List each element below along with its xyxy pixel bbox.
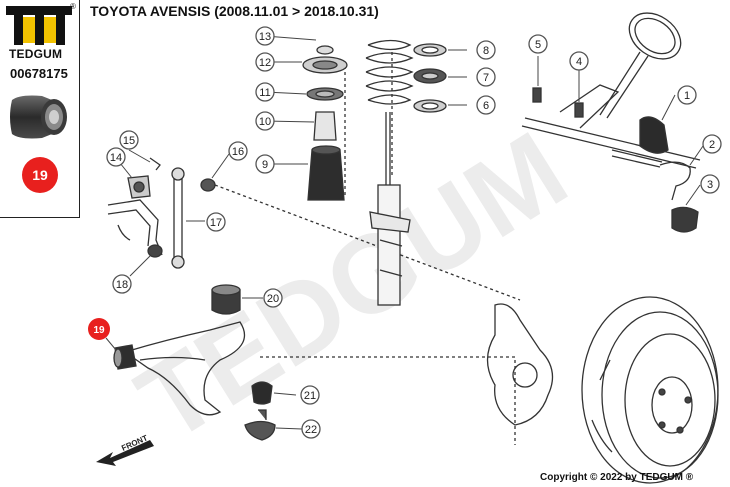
svg-text:11: 11 [259,87,270,99]
page-title: TOYOTA AVENSIS (2008.11.01 > 2018.10.31) [90,3,379,19]
svg-text:20: 20 [267,293,279,305]
callout-13: 13 [255,26,275,46]
coil-spring [365,39,414,105]
copyright-notice: Copyright © 2022 by TEDGUM ® [540,472,694,483]
callout-15: 15 [119,130,139,150]
svg-text:17: 17 [210,217,222,229]
callout-20: 20 [263,288,283,308]
callout-2: 2 [702,134,722,154]
svg-text:4: 4 [576,56,582,68]
svg-text:14: 14 [110,152,122,164]
callout-19-highlighted: 19 [88,318,110,340]
callout-14: 14 [106,147,126,167]
registered-mark: ® [70,2,76,11]
stabilizer-link [173,172,183,262]
callout-1: 1 [677,85,697,105]
callout-9: 9 [255,154,275,174]
callout-3: 3 [700,174,720,194]
svg-text:5: 5 [535,39,541,51]
svg-text:18: 18 [116,279,128,291]
svg-text:8: 8 [483,45,489,57]
bushing-thumbnail-icon [10,95,67,139]
highlight-badge: 19 [22,157,58,193]
steering-boot [639,116,669,154]
front-direction-arrow: FRONT [96,433,154,466]
callout-11: 11 [255,82,275,102]
leader-line [214,184,521,301]
svg-text:22: 22 [305,424,317,436]
steering-wheel [628,12,682,60]
highlight-badge-number: 19 [32,167,48,183]
callout-12: 12 [255,52,275,72]
ball-joint-boot [671,206,699,233]
callout-4: 4 [569,51,589,71]
tie-rod-end [659,161,691,201]
part-info-panel: ® TEDGUM 00678175 19 [0,0,80,218]
callout-8: 8 [476,40,496,60]
rack-bushing [532,87,542,103]
callout-22: 22 [301,419,321,439]
svg-text:15: 15 [123,135,135,147]
steering-knuckle [486,303,554,426]
callout-10: 10 [255,111,275,131]
watermark-text: TEDGUM [118,108,587,465]
control-arm [123,321,246,416]
callout-5: 5 [528,34,548,54]
svg-text:13: 13 [259,31,271,43]
part-number: 00678175 [10,66,68,81]
callout-7: 7 [476,67,496,87]
svg-text:12: 12 [259,57,271,69]
svg-text:9: 9 [262,159,268,171]
svg-text:6: 6 [483,100,489,112]
svg-text:21: 21 [304,390,316,402]
svg-text:19: 19 [93,325,105,336]
callout-17: 17 [206,212,226,232]
brand-name: TEDGUM [9,47,63,61]
svg-text:1: 1 [684,90,690,102]
svg-text:2: 2 [709,139,715,151]
svg-text:3: 3 [707,179,713,191]
callout-6: 6 [476,95,496,115]
svg-text:7: 7 [483,72,489,84]
shock-absorber [369,112,411,306]
callout-21: 21 [300,385,320,405]
callout-18: 18 [112,274,132,294]
leader-line [260,356,516,445]
tedgum-logo-icon [6,6,72,45]
callout-markers: 13 12 11 10 9 8 7 6 5 4 1 2 3 15 14 16 1… [88,26,722,439]
svg-text:10: 10 [259,116,271,128]
steering-rack [521,117,701,169]
callout-16: 16 [228,141,248,161]
svg-text:16: 16 [232,146,244,158]
